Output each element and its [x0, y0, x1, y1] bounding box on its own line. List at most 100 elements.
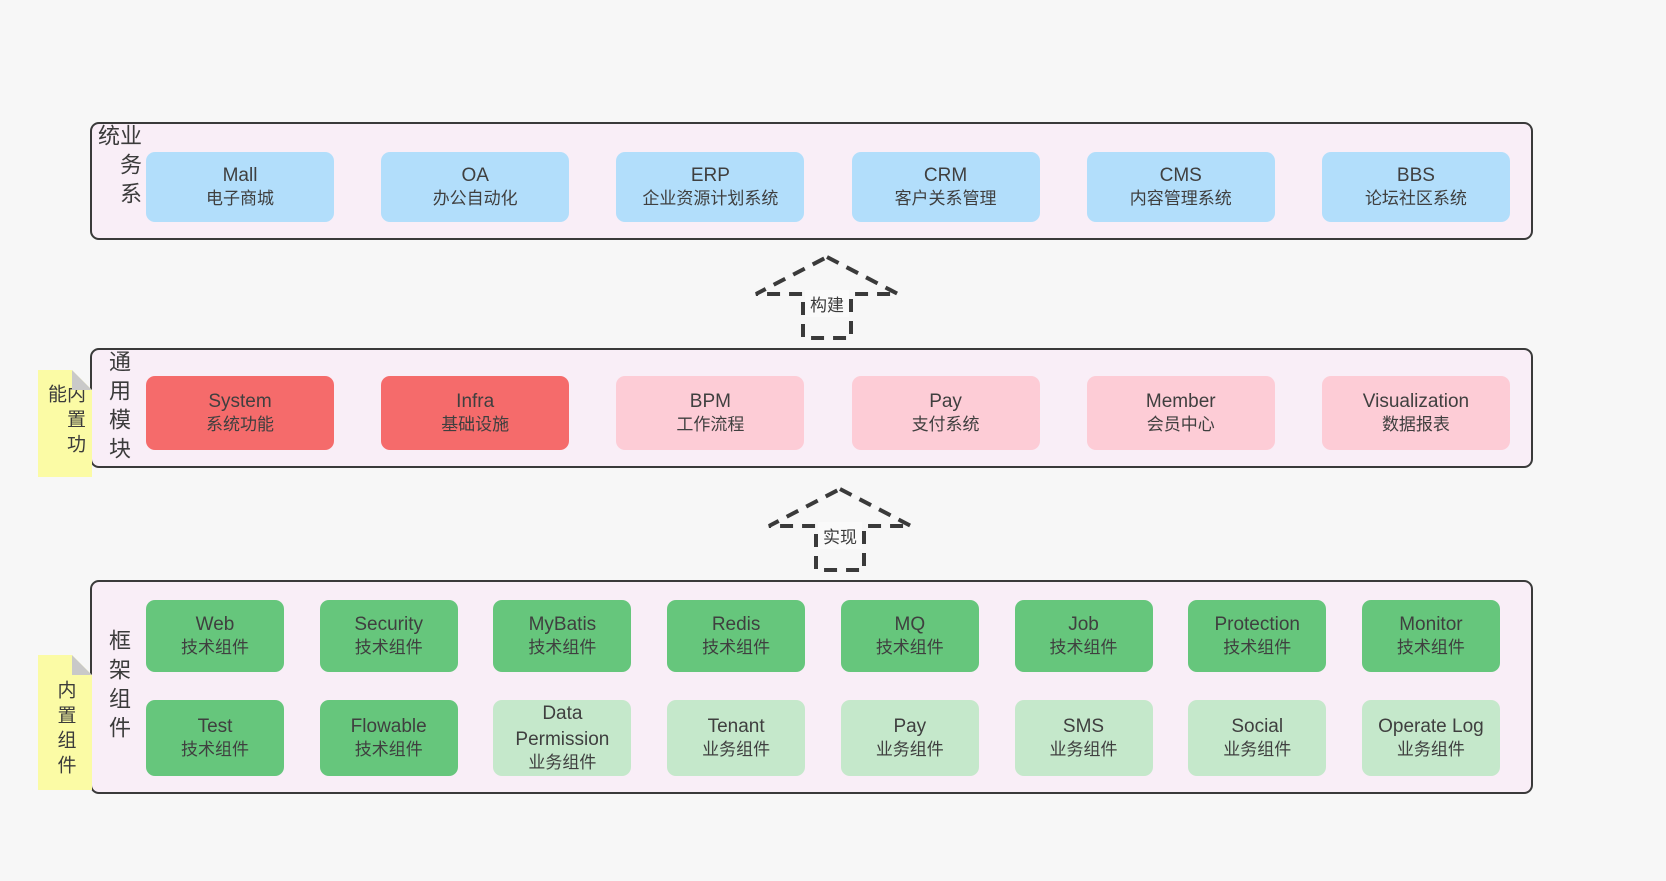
- sticky-fold-corner-icon: [72, 655, 92, 675]
- box-title: Monitor: [1399, 613, 1463, 635]
- panel-label-business: 业务系统: [95, 124, 142, 238]
- box-monitor: Monitor 技术组件: [1361, 600, 1500, 672]
- box-protection: Protection 技术组件: [1188, 600, 1327, 672]
- box-title: Redis: [711, 613, 761, 635]
- business-box-row: Mall 电子商城 OA 办公自动化 ERP 企业资源计划系统 CRM 客户关系…: [146, 152, 1510, 222]
- box-title: Social: [1231, 715, 1284, 737]
- sticky-text: 内置功能: [45, 384, 85, 459]
- arrow-implement-label: 实现: [818, 522, 862, 549]
- box-title: Tenant: [707, 715, 765, 737]
- box-pay-component: Pay 业务组件: [840, 700, 979, 776]
- box-title: CRM: [923, 164, 968, 186]
- box-title: Job: [1068, 613, 1099, 635]
- components-row-2: Test 技术组件 Flowable 技术组件 Data Permission …: [146, 700, 1500, 776]
- box-subtitle: 内容管理系统: [1129, 189, 1232, 209]
- arrow-implement: 实现: [765, 486, 915, 574]
- box-title: Pay: [893, 715, 927, 737]
- box-test: Test 技术组件: [146, 700, 284, 776]
- box-title: BBS: [1396, 164, 1435, 186]
- box-subtitle: 会员中心: [1146, 415, 1215, 435]
- box-oa: OA 办公自动化: [381, 152, 570, 222]
- arrow-build-label: 构建: [805, 290, 849, 317]
- panel-label-text: 通用模块: [106, 350, 131, 466]
- sticky-fold-corner-icon: [72, 370, 92, 390]
- box-subtitle: 电子商城: [206, 189, 274, 209]
- box-title: Pay: [929, 390, 962, 412]
- box-title: OA: [461, 164, 489, 186]
- box-pay-module: Pay 支付系统: [851, 376, 1040, 450]
- box-subtitle: 支付系统: [911, 415, 980, 435]
- box-subtitle: 技术组件: [1049, 638, 1118, 658]
- box-member: Member 会员中心: [1086, 376, 1275, 450]
- box-title: SMS: [1062, 715, 1105, 737]
- box-subtitle: 基础设施: [441, 415, 510, 435]
- box-title: Test: [197, 715, 233, 737]
- sticky-built-in-features: 内置功能: [38, 370, 92, 477]
- box-web: Web 技术组件: [146, 600, 284, 672]
- box-subtitle: 数据报表: [1381, 415, 1450, 435]
- box-tenant: Tenant 业务组件: [667, 700, 806, 776]
- box-title: Web: [195, 613, 235, 635]
- box-title: Protection: [1214, 613, 1300, 635]
- box-mall: Mall 电子商城: [146, 152, 334, 222]
- box-system: System 系统功能: [146, 376, 334, 450]
- box-sms: SMS 业务组件: [1014, 700, 1153, 776]
- box-title: Visualization: [1362, 390, 1470, 412]
- box-subtitle: 企业资源计划系统: [642, 189, 779, 209]
- box-title: MyBatis: [528, 613, 597, 635]
- box-subtitle: 业务组件: [528, 753, 597, 773]
- box-subtitle: 客户关系管理: [894, 189, 997, 209]
- box-title: Operate Log: [1378, 715, 1484, 737]
- box-subtitle: 系统功能: [206, 415, 274, 435]
- box-title: Infra: [456, 390, 495, 412]
- box-title: Flowable: [350, 715, 427, 737]
- components-row-1: Web 技术组件 Security 技术组件 MyBatis 技术组件 Redi…: [146, 600, 1500, 672]
- box-subtitle: 技术组件: [875, 638, 944, 658]
- modules-box-row: System 系统功能 Infra 基础设施 BPM 工作流程 Pay 支付系统…: [146, 376, 1510, 450]
- box-subtitle: 业务组件: [875, 740, 944, 760]
- box-cms: CMS 内容管理系统: [1086, 152, 1275, 222]
- box-subtitle: 技术组件: [702, 638, 771, 658]
- box-crm: CRM 客户关系管理: [851, 152, 1040, 222]
- box-subtitle: 技术组件: [354, 740, 423, 760]
- box-mybatis: MyBatis 技术组件: [493, 600, 632, 672]
- box-redis: Redis 技术组件: [667, 600, 806, 672]
- box-subtitle: 业务组件: [702, 740, 771, 760]
- box-flowable: Flowable 技术组件: [319, 700, 458, 776]
- box-subtitle: 技术组件: [354, 638, 423, 658]
- box-subtitle: 技术组件: [528, 638, 597, 658]
- box-job: Job 技术组件: [1014, 600, 1153, 672]
- panel-label-text: 业务系统: [95, 124, 142, 211]
- box-security: Security 技术组件: [319, 600, 458, 672]
- box-operate-log: Operate Log 业务组件: [1361, 700, 1500, 776]
- box-title: Mall: [222, 164, 258, 186]
- box-title: ERP: [690, 164, 730, 186]
- box-subtitle: 技术组件: [181, 638, 249, 658]
- box-subtitle: 办公自动化: [432, 189, 518, 209]
- box-social: Social 业务组件: [1188, 700, 1327, 776]
- box-title: Security: [354, 613, 424, 635]
- box-visualization: Visualization 数据报表: [1321, 376, 1510, 450]
- box-subtitle: 业务组件: [1223, 740, 1292, 760]
- box-title: System: [208, 390, 272, 412]
- box-title: CMS: [1159, 164, 1202, 186]
- box-title: Member: [1145, 390, 1216, 412]
- arrow-build: 构建: [752, 254, 902, 342]
- panel-label-text: 框架组件: [106, 629, 131, 745]
- box-subtitle: 论坛社区系统: [1364, 189, 1467, 209]
- box-bbs: BBS 论坛社区系统: [1321, 152, 1510, 222]
- box-subtitle: 业务组件: [1396, 740, 1465, 760]
- box-subtitle: 技术组件: [1396, 638, 1465, 658]
- box-title: BPM: [689, 390, 731, 412]
- panel-label-modules: 通用模块: [101, 350, 135, 466]
- sticky-text: 内置组件: [54, 679, 76, 780]
- box-data-permission: Data Permission 业务组件: [493, 700, 632, 776]
- box-subtitle: 工作流程: [676, 415, 745, 435]
- box-title: MQ: [894, 613, 926, 635]
- box-subtitle: 技术组件: [1223, 638, 1292, 658]
- box-mq: MQ 技术组件: [840, 600, 979, 672]
- box-subtitle: 技术组件: [181, 740, 249, 760]
- box-title: Data Permission: [515, 702, 610, 750]
- box-infra: Infra 基础设施: [381, 376, 570, 450]
- sticky-built-in-components: 内置组件: [38, 655, 92, 790]
